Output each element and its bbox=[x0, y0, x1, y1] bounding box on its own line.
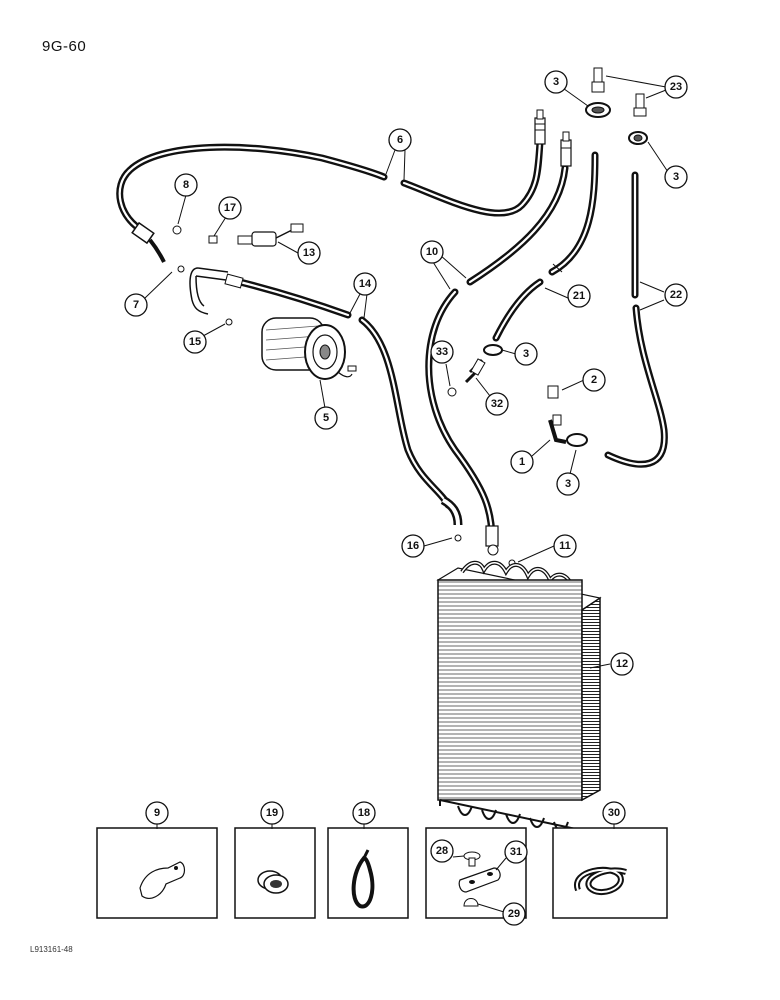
switch-13 bbox=[237, 223, 304, 247]
callout-5: 5 bbox=[323, 412, 329, 424]
callout-3: 3 bbox=[553, 76, 559, 88]
callout-12: 12 bbox=[616, 658, 628, 670]
callout-13: 13 bbox=[303, 247, 315, 259]
inset-30 bbox=[552, 827, 668, 919]
callout-3: 3 bbox=[523, 348, 529, 360]
callout-labels: 3 23 6 3 8 17 13 10 14 21 22 7 15 33 3 2… bbox=[133, 76, 682, 920]
callout-7: 7 bbox=[133, 299, 139, 311]
figure-code: L913161-48 bbox=[30, 945, 73, 954]
hose-6-fitting bbox=[534, 109, 546, 145]
callout-9: 9 bbox=[154, 807, 160, 819]
callout-3: 3 bbox=[565, 478, 571, 490]
hose-10 bbox=[425, 164, 569, 544]
callout-30: 30 bbox=[608, 807, 620, 819]
callout-14: 14 bbox=[359, 278, 372, 290]
fittings-misc bbox=[447, 358, 567, 444]
fittings-23 bbox=[591, 67, 647, 117]
callout-32: 32 bbox=[491, 398, 503, 410]
callout-11: 11 bbox=[559, 540, 571, 552]
callout-28: 28 bbox=[436, 845, 448, 857]
callout-2: 2 bbox=[591, 374, 597, 386]
callout-10: 10 bbox=[426, 246, 438, 258]
callout-19: 19 bbox=[266, 807, 278, 819]
callout-15: 15 bbox=[189, 336, 201, 348]
callout-17: 17 bbox=[224, 202, 236, 214]
hose-14-fittings bbox=[224, 273, 463, 526]
inset-18 bbox=[327, 827, 409, 919]
hose-22 bbox=[604, 171, 668, 468]
manifold-line bbox=[131, 221, 229, 315]
callout-33: 33 bbox=[436, 346, 448, 358]
callout-3: 3 bbox=[673, 171, 679, 183]
callout-18: 18 bbox=[358, 807, 370, 819]
callout-8: 8 bbox=[183, 179, 189, 191]
small-parts bbox=[172, 225, 516, 567]
hose-6 bbox=[116, 138, 544, 236]
hose-21 bbox=[492, 151, 599, 342]
callout-22: 22 bbox=[670, 289, 682, 301]
inset-9 bbox=[96, 827, 218, 919]
hose-14 bbox=[236, 278, 452, 509]
callout-23: 23 bbox=[670, 81, 682, 93]
callout-29: 29 bbox=[508, 908, 520, 920]
clamps-3 bbox=[483, 102, 648, 447]
callout-31: 31 bbox=[510, 846, 522, 858]
callouts bbox=[124, 70, 688, 926]
callout-16: 16 bbox=[407, 540, 419, 552]
callout-6: 6 bbox=[397, 134, 403, 146]
condenser bbox=[436, 560, 602, 833]
callout-1: 1 bbox=[519, 456, 525, 468]
callout-21: 21 bbox=[573, 290, 585, 302]
inset-19 bbox=[234, 827, 316, 919]
compressor bbox=[261, 317, 357, 380]
hose-10-fittings bbox=[485, 131, 572, 556]
page-code: 9G-60 bbox=[42, 38, 87, 55]
